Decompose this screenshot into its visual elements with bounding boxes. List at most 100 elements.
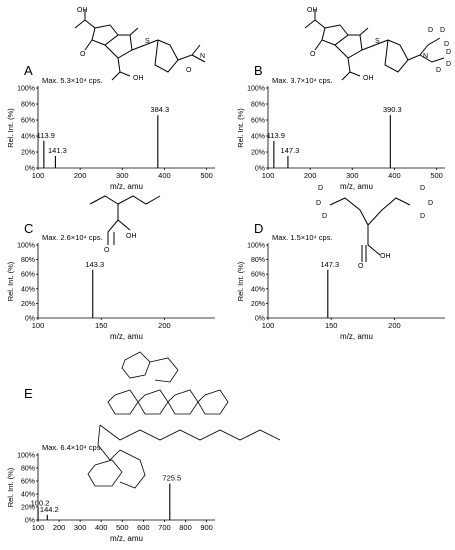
- y-axis-label: Rel. Int. (%): [6, 108, 15, 148]
- structure-b: OH O OH S N D D D D D D: [304, 7, 451, 82]
- chart-panel-d: D 0% 20% 40% 60% 80% 100% 100 150 200 m/z, amu Rel.…: [236, 221, 445, 341]
- struct-c-label-oh: OH: [126, 233, 137, 240]
- x-axis-label: m/z, amu: [110, 534, 143, 543]
- struct-d-label-d1: D: [318, 185, 323, 192]
- struct-d-label-oh: OH: [380, 253, 391, 260]
- struct-b-label-d1: D: [428, 27, 433, 34]
- x-tick-label: 200: [388, 321, 401, 330]
- y-tick-label: 80%: [21, 257, 35, 264]
- x-tick-label: 500: [116, 523, 129, 532]
- struct-a-label-s: S: [145, 38, 150, 45]
- y-tick-label: 20%: [251, 301, 265, 308]
- x-tick-label: 400: [95, 523, 108, 532]
- struct-b-label-d6: D: [446, 49, 451, 56]
- peak-label: 113.9: [37, 131, 55, 140]
- struct-b-label-n: N: [423, 53, 428, 60]
- struct-b-label-s: S: [375, 38, 380, 45]
- y-tick-label: 0%: [25, 166, 35, 173]
- panel-letter: A: [24, 63, 33, 78]
- peak-label: 725.5: [162, 474, 181, 483]
- x-tick-label: 700: [158, 523, 171, 532]
- peak-label: 143.3: [85, 260, 104, 269]
- y-axis-label: Rel. Int. (%): [6, 261, 15, 301]
- x-tick-label: 100: [262, 321, 275, 330]
- struct-d-label-d5: D: [428, 200, 433, 207]
- x-axis-label: m/z, amu: [340, 182, 373, 191]
- max-intensity-label: Max. 5.3×10⁴ cps.: [42, 76, 103, 85]
- x-tick-label: 300: [74, 523, 87, 532]
- y-axis-label: Rel. Int. (%): [236, 108, 245, 148]
- y-tick-label: 40%: [251, 134, 265, 141]
- y-tick-label: 40%: [21, 134, 35, 141]
- x-axis-label: m/z, amu: [340, 332, 373, 341]
- x-tick-label: 100: [32, 321, 45, 330]
- x-tick-label: 150: [325, 321, 338, 330]
- x-tick-label: 100: [32, 523, 45, 532]
- structure-a: OH O OH S N O: [74, 7, 206, 82]
- x-axis-label: m/z, amu: [110, 182, 143, 191]
- y-tick-label: 100%: [17, 86, 35, 93]
- y-tick-label: 60%: [21, 118, 35, 125]
- y-tick-label: 60%: [251, 272, 265, 279]
- y-tick-label: 100%: [17, 243, 35, 250]
- max-intensity-label: Max. 6.4×10⁴ cps.: [42, 443, 103, 452]
- struct-b-label-d4: D: [436, 67, 441, 74]
- structure-d: D D D D D D O OH: [316, 185, 433, 270]
- charts: A 0% 20% 40% 60% 80% 100% 100 200 300 400 500 m/z, a…: [6, 63, 445, 543]
- struct-a-label-n: N: [200, 53, 205, 60]
- y-tick-label: 20%: [21, 505, 35, 512]
- peak-label: 384.3: [150, 105, 169, 114]
- y-tick-label: 40%: [21, 492, 35, 499]
- y-tick-label: 0%: [255, 316, 265, 323]
- x-tick-label: 900: [200, 523, 213, 532]
- max-intensity-label: Max. 2.6×10⁴ cps.: [42, 233, 103, 242]
- panel-letter: E: [24, 386, 33, 401]
- y-tick-label: 0%: [25, 316, 35, 323]
- panel-letter: D: [254, 221, 263, 236]
- peak-label: 144.2: [40, 505, 59, 514]
- struct-d-label-o: O: [358, 263, 364, 270]
- struct-b-label-d3: D: [444, 41, 449, 48]
- structure-c: O OH: [89, 195, 161, 254]
- y-tick-label: 80%: [21, 102, 35, 109]
- x-tick-label: 500: [200, 171, 213, 180]
- x-tick-label: 100: [262, 171, 275, 180]
- max-intensity-label: Max. 1.5×10⁴ cps.: [272, 233, 333, 242]
- struct-a-label-oh2: OH: [133, 75, 144, 82]
- x-tick-label: 400: [388, 171, 401, 180]
- y-tick-label: 40%: [21, 286, 35, 293]
- x-tick-label: 300: [346, 171, 359, 180]
- panel-letter: C: [24, 221, 33, 236]
- struct-d-label-d4: D: [420, 185, 425, 192]
- peak-label: 147.3: [320, 260, 339, 269]
- y-tick-label: 20%: [21, 301, 35, 308]
- x-tick-label: 150: [95, 321, 108, 330]
- y-tick-label: 80%: [21, 466, 35, 473]
- x-tick-label: 200: [304, 171, 317, 180]
- y-tick-label: 0%: [255, 166, 265, 173]
- y-tick-label: 0%: [25, 518, 35, 525]
- struct-a-label-o: O: [80, 51, 86, 58]
- y-axis-label: Rel. Int. (%): [6, 467, 15, 507]
- peak-label: 390.3: [383, 105, 402, 114]
- x-tick-label: 500: [430, 171, 443, 180]
- y-tick-label: 40%: [251, 286, 265, 293]
- x-tick-label: 600: [137, 523, 150, 532]
- y-tick-label: 80%: [251, 257, 265, 264]
- y-tick-label: 100%: [17, 453, 35, 460]
- struct-d-label-d2: D: [316, 200, 321, 207]
- y-tick-label: 20%: [251, 150, 265, 157]
- struct-b-label-oh2: OH: [363, 75, 374, 82]
- struct-d-label-d3: D: [322, 213, 327, 220]
- y-tick-label: 60%: [21, 272, 35, 279]
- y-tick-label: 60%: [21, 479, 35, 486]
- y-axis-label: Rel. Int. (%): [236, 261, 245, 301]
- y-tick-label: 100%: [247, 243, 265, 250]
- structure-e: [87, 351, 281, 489]
- struct-c-label-o: O: [104, 247, 110, 254]
- peak-label: 100.2: [31, 498, 50, 507]
- struct-b-label-d2: D: [440, 27, 445, 34]
